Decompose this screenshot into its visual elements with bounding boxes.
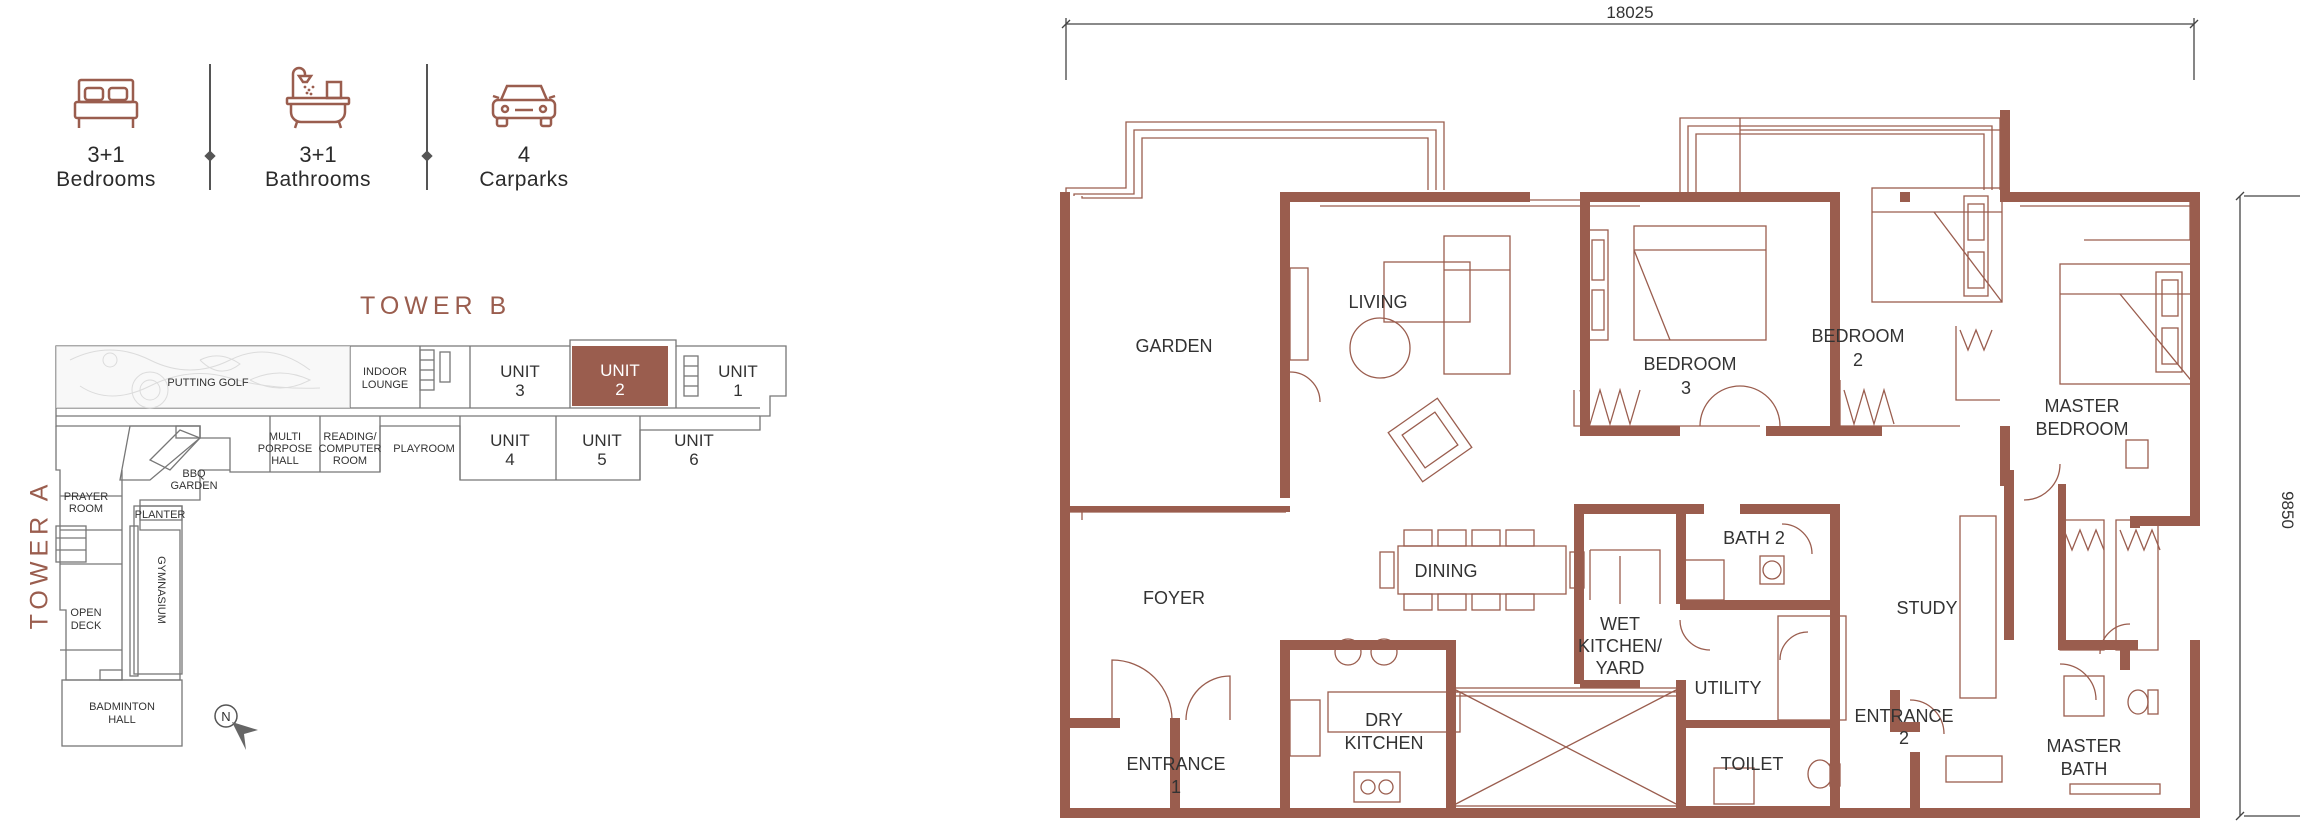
stat-divider (209, 64, 211, 190)
room-label-master-bath: MASTER (2046, 736, 2121, 756)
unit-1-label: UNIT (718, 362, 758, 381)
unit-2-highlight (572, 346, 668, 406)
reading-room-label-3: ROOM (333, 455, 367, 467)
planter-label: PLANTER (135, 509, 186, 521)
site-plan: N PUTTING GOLF INDOOR LOUNGE UNIT 3 UNIT… (55, 339, 787, 750)
room-label-bedroom-2-num: 2 (1853, 350, 1863, 370)
room-label-study: STUDY (1896, 598, 1957, 618)
multi-purpose-label-2: PORPOSE (258, 443, 312, 455)
room-label-entrance-1: ENTRANCE (1126, 754, 1225, 774)
unit-6-label: UNIT (674, 431, 714, 450)
reading-room-label-2: COMPUTER (319, 443, 382, 455)
stat-bathrooms: 3+1 Bathrooms (218, 64, 418, 192)
north-label: N (221, 709, 230, 724)
bathrooms-label: Bathrooms (264, 168, 372, 191)
multi-purpose-label-3: HALL (271, 455, 299, 467)
prayer-room-label-2: ROOM (69, 503, 103, 515)
room-label-dining: DINING (1415, 561, 1478, 581)
unit-3-number: 3 (515, 381, 524, 400)
width-dimension: 18025 (1606, 3, 1653, 22)
bbq-garden-label-2: GARDEN (170, 480, 217, 492)
indoor-lounge-label-2: LOUNGE (362, 379, 408, 391)
multi-purpose-label: MULTI (269, 431, 301, 443)
unit-5-number: 5 (597, 450, 606, 469)
open-deck-label-2: DECK (71, 620, 102, 632)
car-icon (491, 84, 557, 128)
room-label-dry-kitchen: DRY (1365, 710, 1403, 730)
room-label-bedroom-3-num: 3 (1681, 378, 1691, 398)
unit-1-number: 1 (733, 381, 742, 400)
unit-2-number: 2 (615, 380, 624, 399)
room-label-wet-kitchen: WET (1600, 614, 1640, 634)
unit-6-number: 6 (689, 450, 698, 469)
room-label-garden: GARDEN (1135, 336, 1212, 356)
floor-plan: 18025 9850 (1060, 3, 2300, 821)
unit-3-label: UNIT (500, 362, 540, 381)
unit-4-number: 4 (505, 450, 514, 469)
carparks-label: Carparks (479, 168, 569, 191)
divider-diamond (204, 150, 216, 162)
unit-5-label: UNIT (582, 431, 622, 450)
bathrooms-count: 3+1 (299, 142, 337, 167)
north-arrow-icon: N (214, 704, 258, 750)
tower-b-label: TOWER B (360, 292, 512, 320)
unit-4-label: UNIT (490, 431, 530, 450)
bathtub-icon (285, 66, 351, 129)
height-dimension: 9850 (2278, 491, 2297, 529)
room-label-master-bedroom: MASTER (2044, 396, 2119, 416)
room-label-foyer: FOYER (1143, 588, 1205, 608)
open-deck-label: OPEN (70, 607, 101, 619)
room-label-living: LIVING (1348, 292, 1407, 312)
playroom-label: PLAYROOM (393, 443, 455, 455)
stat-divider (426, 64, 428, 190)
room-label-bath-2: BATH 2 (1723, 528, 1785, 548)
gymnasium-label: GYMNASIUM (155, 556, 167, 624)
carparks-count: 4 (517, 142, 531, 167)
reading-room-label: READING/ (323, 431, 377, 443)
bed-icon (73, 78, 139, 128)
room-label-wet-kitchen-3: YARD (1596, 658, 1645, 678)
stat-carparks: 4 Carparks (424, 78, 624, 192)
stat-bedrooms: 3+1 Bedrooms (6, 76, 206, 192)
room-label-toilet: TOILET (1721, 754, 1784, 774)
room-label-dry-kitchen-2: KITCHEN (1344, 733, 1423, 753)
badminton-hall-label-2: HALL (108, 714, 136, 726)
room-label-entrance-1-num: 1 (1171, 777, 1181, 797)
room-label-utility: UTILITY (1694, 678, 1761, 698)
prayer-room-label: PRAYER (64, 491, 108, 503)
room-label-wet-kitchen-2: KITCHEN/ (1578, 636, 1662, 656)
room-label-bedroom-3: BEDROOM (1643, 354, 1736, 374)
indoor-lounge-label: INDOOR (363, 366, 407, 378)
bedrooms-label: Bedrooms (56, 168, 156, 191)
bbq-garden-label: BBQ (182, 468, 206, 480)
putting-golf-label: PUTTING GOLF (167, 377, 249, 389)
room-label-master-bedroom-2: BEDROOM (2035, 419, 2128, 439)
unit-2-label: UNIT (600, 361, 640, 380)
room-label-entrance-2: ENTRANCE (1854, 706, 1953, 726)
room-label-master-bath-2: BATH (2061, 759, 2108, 779)
bedrooms-count: 3+1 (87, 142, 125, 167)
room-label-bedroom-2: BEDROOM (1811, 326, 1904, 346)
room-label-entrance-2-num: 2 (1899, 728, 1909, 748)
badminton-hall-label: BADMINTON (89, 701, 155, 713)
